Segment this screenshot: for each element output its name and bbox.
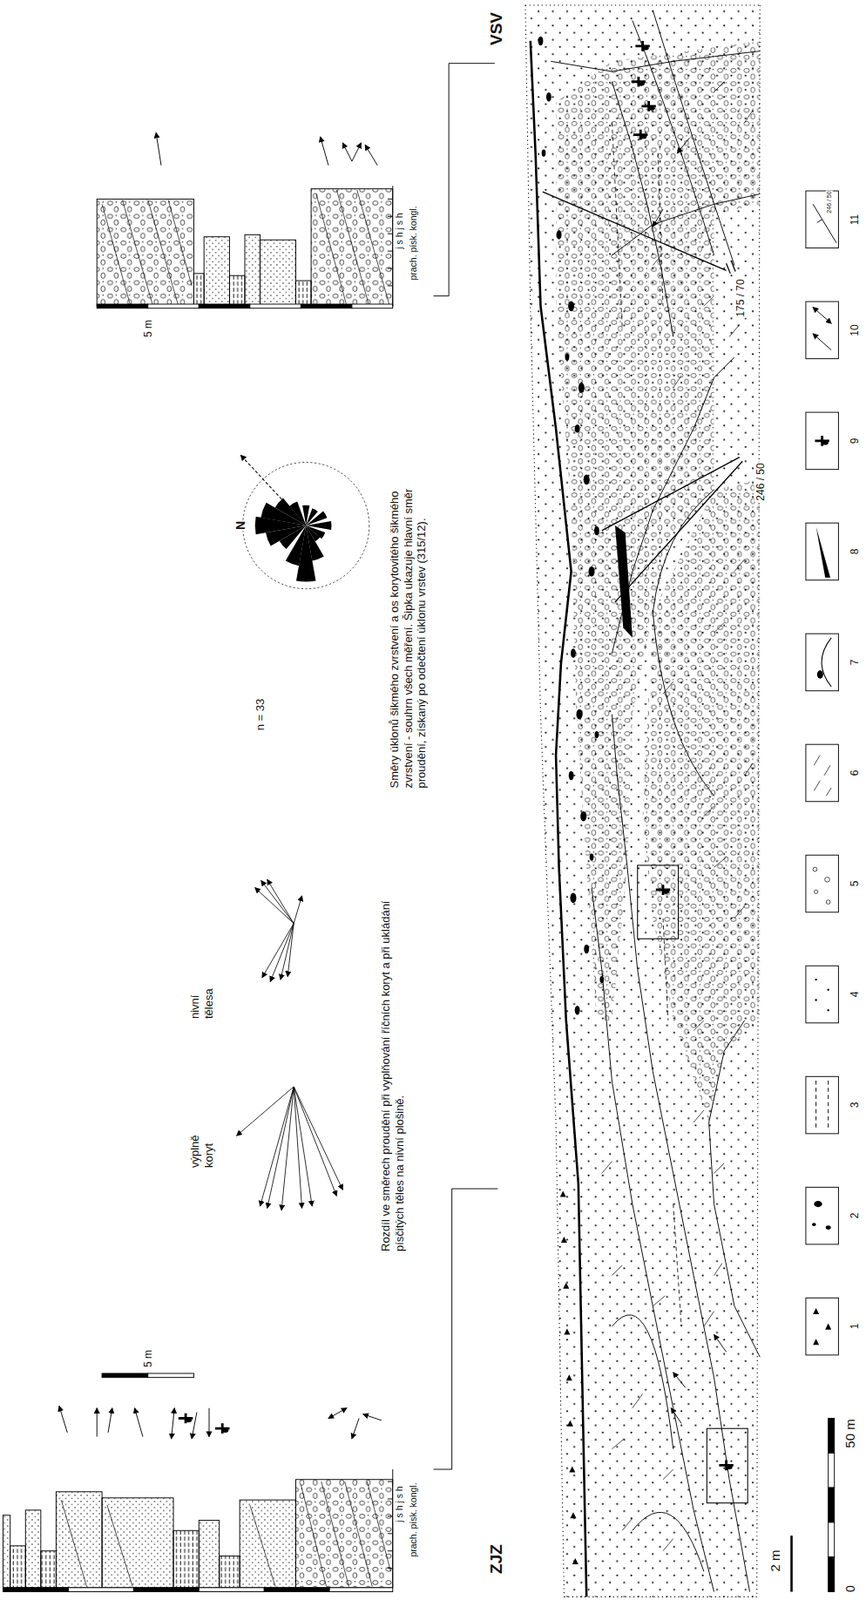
- group-label: výplně koryt: [188, 1124, 216, 1169]
- group-label: nivní tělesa: [188, 975, 216, 1020]
- caption: Rozdíl ve směrech proudění při vyplňován…: [378, 884, 406, 1252]
- orientation-label: ZJZ: [487, 1542, 508, 1575]
- legend-number: 8: [848, 547, 861, 555]
- grain-size-axis: prach. písk. kongl.: [407, 204, 420, 281]
- legend-number: 9: [848, 436, 861, 445]
- grain-size-axis: j s h j s h: [392, 1484, 405, 1523]
- legend-number: 1: [848, 1322, 861, 1331]
- legend-sample-text: 246 / 50: [825, 189, 833, 214]
- scale-label: 5 m: [142, 1348, 155, 1368]
- scale-label: 5 m: [142, 318, 155, 339]
- legend-number: 11: [848, 212, 861, 225]
- grain-size-axis: j s h j s h: [392, 211, 405, 250]
- legend-number: 2: [848, 1211, 861, 1220]
- legend-number: 7: [848, 657, 861, 666]
- scale-label: 2 m: [767, 1549, 784, 1573]
- legend-number: 4: [848, 990, 861, 999]
- caption: Směry úklonů šikmého zvrstvení a os kory…: [387, 460, 429, 789]
- grain-size-axis: prach. písk. kongl.: [407, 1481, 420, 1558]
- scale-label: 50 m: [842, 1417, 859, 1448]
- legend-number: 6: [848, 769, 861, 778]
- scale-label: 0: [843, 1583, 859, 1593]
- count-label: n = 33: [253, 696, 268, 731]
- legend-number: 3: [848, 1101, 861, 1110]
- legend-number: 5: [848, 879, 861, 888]
- fault-attitude: 246 / 50: [754, 461, 767, 501]
- orientation-label: VSV: [487, 11, 508, 47]
- north-label: N: [233, 520, 249, 531]
- legend-number: 10: [848, 323, 861, 337]
- fault-attitude: 175 / 70: [734, 277, 747, 318]
